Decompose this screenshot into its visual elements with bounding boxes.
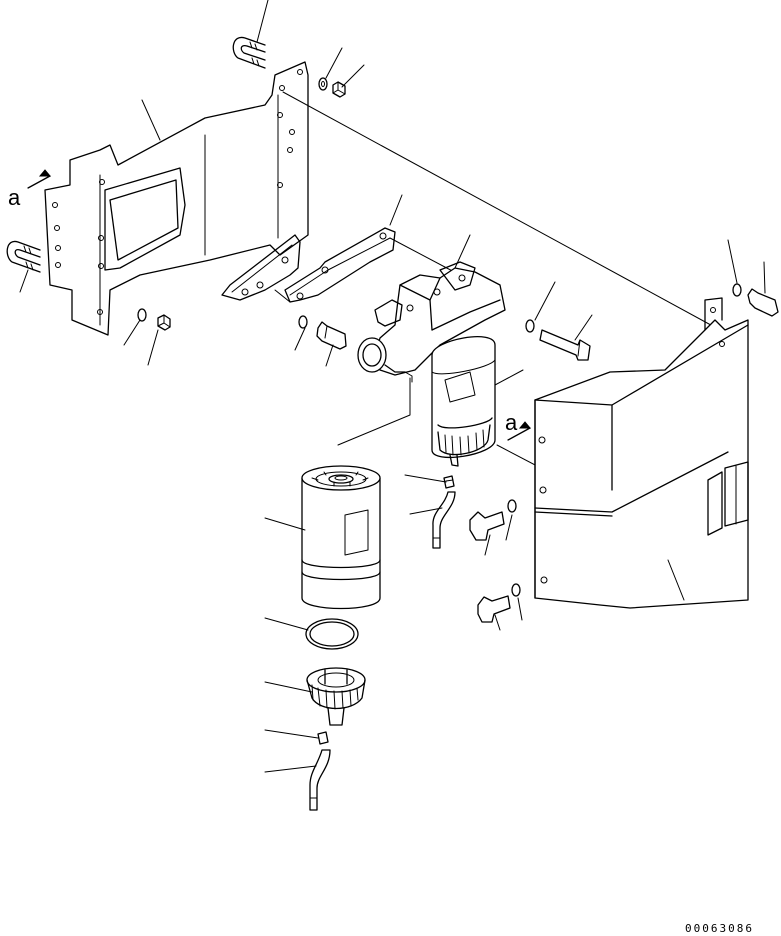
- washer-upper-left: [319, 78, 327, 90]
- u-bolt-lower: [7, 241, 40, 272]
- washer-cover-lower: [512, 584, 520, 596]
- filter-bracket-angle: [275, 228, 460, 302]
- protective-cover: [535, 298, 748, 608]
- washer-right-head: [526, 320, 534, 332]
- washer-bracket: [299, 316, 307, 328]
- filter-bracket-plate: [222, 235, 300, 300]
- u-bolt-upper: [233, 37, 265, 68]
- drain-plug-lower: [318, 732, 328, 744]
- view-marker-right: a: [505, 410, 530, 440]
- washer-cover-middle: [508, 500, 516, 512]
- bolt-cover-top: [748, 289, 778, 316]
- filter-cartridge: [302, 466, 380, 609]
- washer-cover-top: [733, 284, 741, 296]
- sediment-bowl: [307, 668, 365, 725]
- o-ring: [306, 619, 358, 649]
- drain-hose-upper: [433, 492, 455, 548]
- drawing-number: 00063086: [685, 922, 754, 935]
- washer-lower-left: [138, 309, 146, 321]
- nut-lower-left: [158, 315, 170, 330]
- view-marker-left: a: [8, 170, 50, 210]
- callout-leaders: [20, 0, 765, 772]
- long-bolt-right-head: [540, 330, 590, 360]
- bolt-bracket: [317, 322, 346, 349]
- nut-upper-left: [333, 82, 345, 97]
- view-marker-right-label: a: [505, 410, 518, 435]
- bolt-cover-middle: [470, 512, 504, 540]
- bolt-cover-lower: [478, 596, 510, 622]
- drain-plug-upper: [444, 476, 454, 488]
- drain-hose-lower: [310, 750, 330, 810]
- water-separator-bowl: [432, 337, 495, 466]
- view-marker-left-label: a: [8, 185, 21, 210]
- left-mounting-bracket: [45, 62, 308, 335]
